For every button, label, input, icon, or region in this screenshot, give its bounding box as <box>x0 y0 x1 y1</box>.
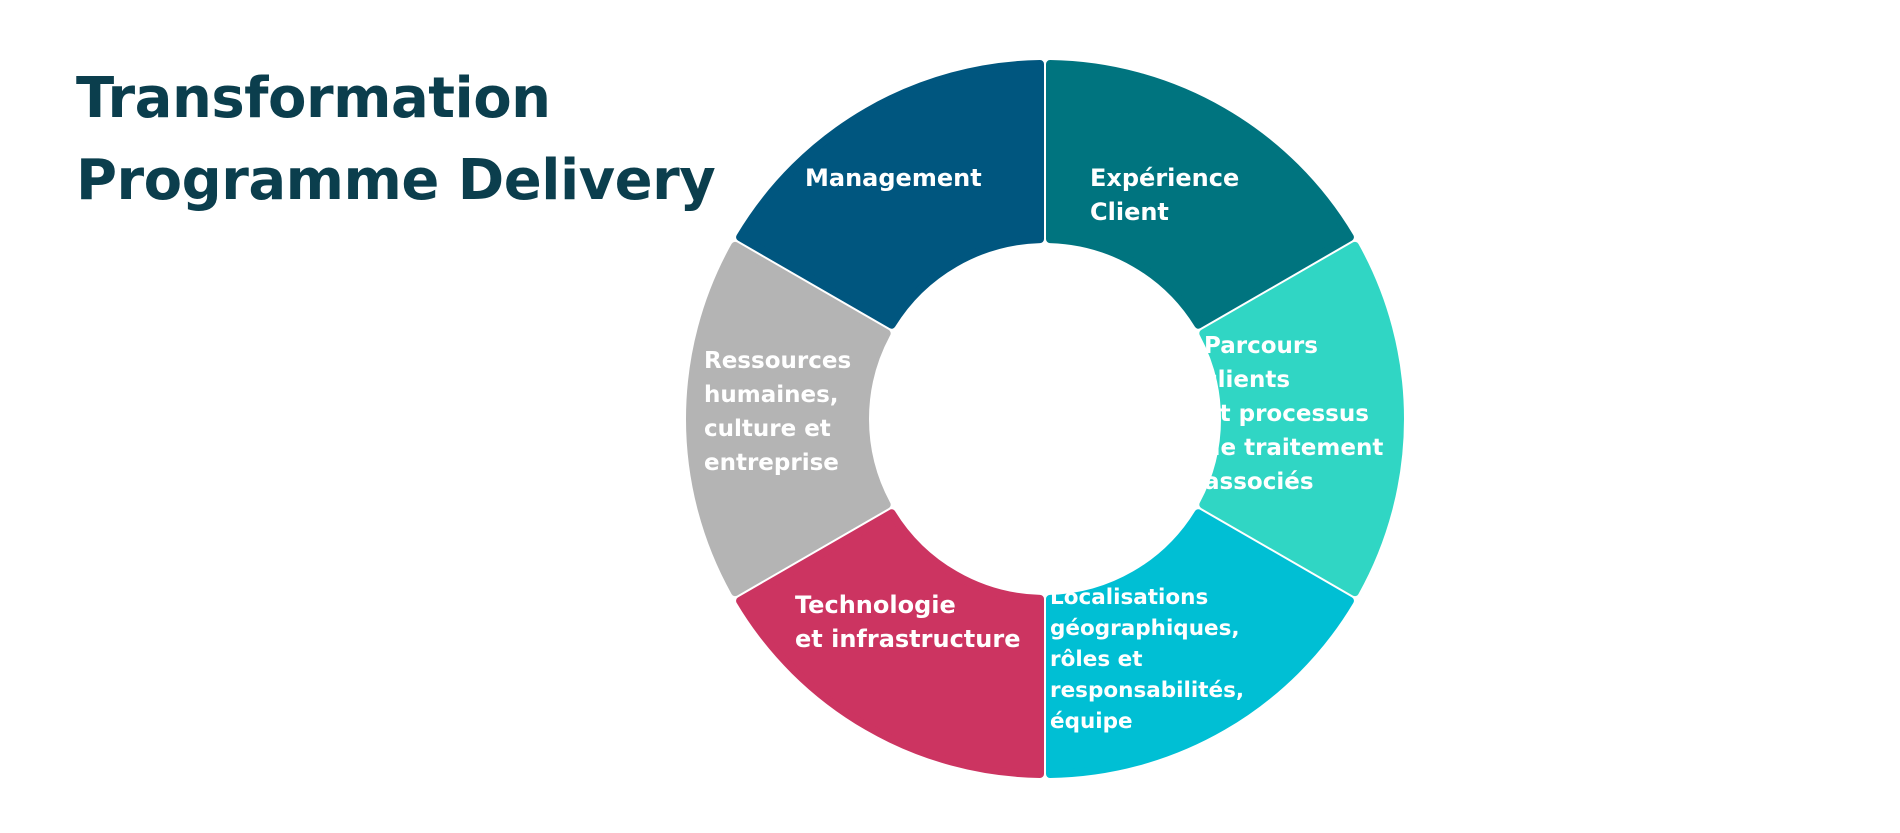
segment-label-line: rôles et <box>1050 647 1142 672</box>
segment-label-line: et processus <box>1204 401 1369 427</box>
page-title: Transformation Programme Delivery <box>76 58 716 222</box>
segment-label-line: équipe <box>1050 709 1133 734</box>
segment-label-line: Ressources <box>704 348 851 374</box>
segment-label-line: responsabilités, <box>1050 678 1244 703</box>
segment-label-parcours-clients: Parcours clients et processus de traitement… <box>1204 333 1383 495</box>
segment-label-technologie: Technologie et infrastructure <box>795 591 1020 653</box>
segment-label-ressources-humaines: Ressources humaines, culture et entreprise <box>704 348 851 476</box>
segment-label-line: de traitement <box>1204 435 1383 461</box>
segment-label-line: associés <box>1204 469 1314 495</box>
segment-label-line: humaines, <box>704 382 839 408</box>
segment-label-line: clients <box>1204 367 1290 393</box>
segment-experience-client <box>1046 60 1354 329</box>
segment-label-management: Management <box>805 164 982 192</box>
segment-localisations <box>1046 509 1354 778</box>
title-line-1: Transformation <box>76 66 551 131</box>
segment-label-line: Client <box>1090 198 1169 226</box>
segment-label-line: Management <box>805 164 982 192</box>
segment-technologie <box>736 509 1044 778</box>
segment-label-line: entreprise <box>704 450 839 476</box>
segment-label-line: Expérience <box>1090 164 1239 192</box>
segment-label-localisations: Localisations géographiques, rôles et respo… <box>1050 585 1244 734</box>
segment-label-line: Parcours <box>1204 333 1318 359</box>
segment-label-line: culture et <box>704 416 831 442</box>
segment-label-line: et infrastructure <box>795 625 1020 653</box>
segment-label-line: Technologie <box>795 591 956 619</box>
segment-management <box>736 60 1044 329</box>
segment-parcours-clients <box>1199 241 1404 597</box>
segment-ressources-humaines <box>686 241 891 597</box>
segment-label-line: géographiques, <box>1050 616 1240 641</box>
segment-label-line: Localisations <box>1050 585 1208 610</box>
title-line-2: Programme Delivery <box>76 148 716 213</box>
